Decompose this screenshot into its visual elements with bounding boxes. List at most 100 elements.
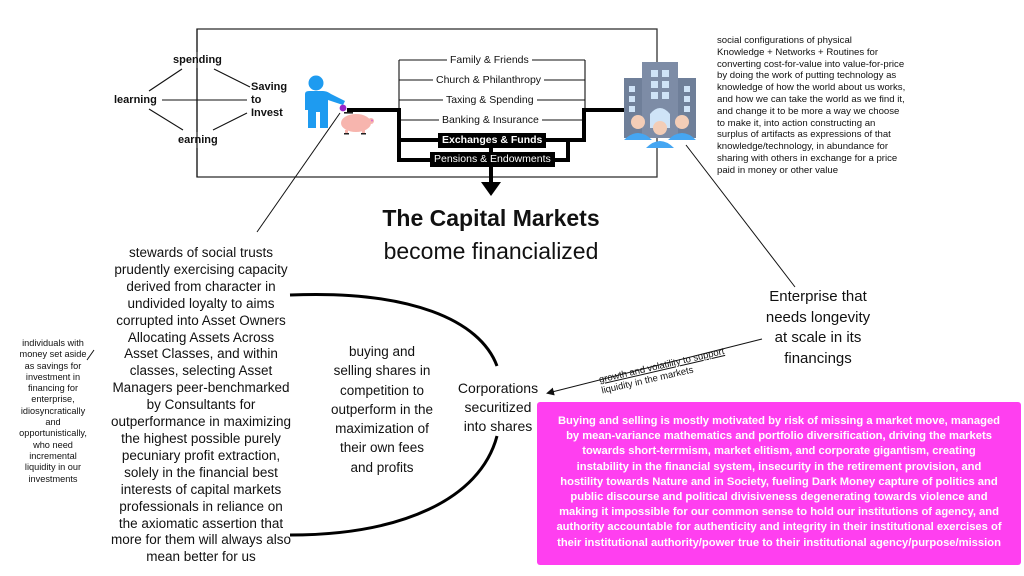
channel-pensions-endowments: Pensions & Endowments bbox=[430, 152, 555, 167]
text-line: incremental bbox=[29, 450, 77, 461]
text-line: surplus of artifacts as expressions of t… bbox=[717, 129, 891, 141]
text-line: Enterprise that bbox=[769, 288, 867, 305]
channel-church-philanthropy: Church & Philanthropy bbox=[433, 74, 545, 87]
text-line: by doing the work of putting technology … bbox=[717, 70, 897, 82]
text-line: outperformance in maximizing bbox=[110, 414, 292, 430]
text-line: making it impossible for our common sens… bbox=[559, 506, 999, 519]
text-line: the axiomatic assertion that bbox=[118, 515, 284, 531]
text-line: Knowledge + Networks + Routines for bbox=[717, 46, 879, 58]
text-line: their own fees bbox=[339, 440, 425, 456]
buying-selling-text: buying and selling shares in competition… bbox=[317, 342, 447, 477]
text-line: outperform in the bbox=[330, 401, 434, 417]
piggy-bank-icon bbox=[339, 104, 374, 135]
text-line: knowledge/technology, in abundance for bbox=[717, 141, 889, 153]
text-line: converting cost-for-value into value-for… bbox=[717, 58, 905, 70]
cycle-learning: learning bbox=[114, 94, 157, 106]
headline-title: The Capital Markets bbox=[382, 205, 600, 231]
text-line: undivided loyalty to aims bbox=[127, 295, 275, 311]
cycle-saving-line: to bbox=[251, 94, 262, 106]
text-line: the highest possible purely bbox=[121, 430, 281, 446]
text-line: Asset Classes, and within bbox=[124, 346, 278, 362]
text-line: stewards of social trusts bbox=[128, 245, 274, 260]
down-arrow-head bbox=[481, 182, 501, 196]
leader-piggy-stewards bbox=[256, 112, 341, 233]
channel-banking-insurance: Banking & Insurance bbox=[439, 114, 542, 127]
cycle-lines bbox=[148, 29, 251, 177]
text-line: public discourse and political divisiven… bbox=[570, 491, 988, 504]
text-line: into shares bbox=[463, 418, 533, 434]
text-line: knowledge of how the world about us work… bbox=[717, 82, 906, 94]
stewards-text: stewards of social trusts prudently exer… bbox=[96, 245, 306, 566]
cycle-saving-line: Saving bbox=[251, 81, 288, 93]
text-line: Managers peer-benchmarked bbox=[112, 380, 290, 396]
text-line: more for them will always also bbox=[110, 532, 292, 548]
text-line: their institutional authority/power true… bbox=[557, 536, 1001, 549]
text-line: to make it, into action constructing an bbox=[717, 117, 876, 129]
corporations-text: Corporations securitized into shares bbox=[438, 379, 558, 436]
text-line: and profits bbox=[350, 459, 414, 475]
text-line: selling shares in bbox=[333, 363, 431, 379]
text-line: Buying and selling is mostly motivated b… bbox=[557, 415, 1001, 427]
text-line: hostility towards Nature and in Society,… bbox=[560, 475, 998, 488]
text-line: who need bbox=[33, 439, 73, 450]
text-line: mean better for us bbox=[146, 549, 256, 565]
text-line: solely in the financial best bbox=[124, 464, 278, 480]
text-line: at scale in its bbox=[774, 329, 862, 346]
text-line: Corporations bbox=[457, 380, 539, 396]
market-loop-arc bbox=[289, 292, 499, 537]
channel-family-friends: Family & Friends bbox=[447, 54, 532, 67]
text-line: and bbox=[45, 417, 61, 428]
text-line: securitized bbox=[464, 399, 532, 415]
cycle-saving-to-invest: Saving to Invest bbox=[251, 81, 287, 120]
text-line: idiosyncratically bbox=[20, 405, 86, 416]
text-line: prudently exercising capacity bbox=[114, 261, 288, 277]
leader-individuals bbox=[86, 349, 95, 361]
text-line: by Consultants for bbox=[146, 397, 256, 413]
text-line: individuals with bbox=[22, 338, 84, 348]
consequences-box: Buying and selling is mostly motivated b… bbox=[537, 402, 1021, 565]
text-line: investments bbox=[28, 473, 78, 484]
text-line: classes, selecting Asset bbox=[129, 363, 273, 379]
text-line: competition to bbox=[339, 382, 425, 398]
text-line: professionals in reliance on bbox=[119, 498, 283, 514]
text-line: opportunistically, bbox=[19, 428, 87, 439]
cycle-saving-line: Invest bbox=[251, 107, 283, 119]
text-line: financings bbox=[784, 349, 852, 367]
text-line: maximization of bbox=[335, 421, 429, 437]
enterprise-description: social configurations of physical Knowle… bbox=[717, 35, 952, 177]
text-line: Allocating Assets Across bbox=[127, 329, 275, 345]
text-line: and change it to be more a way we choose bbox=[717, 105, 900, 117]
headline-subtitle: become financialized bbox=[383, 238, 599, 264]
text-line: social configurations of physical bbox=[717, 35, 852, 46]
text-line: money set aside bbox=[19, 349, 87, 360]
text-line: interests of capital markets bbox=[120, 481, 282, 497]
text-line: liquidity in our bbox=[24, 462, 82, 473]
individuals-text: individuals with money set aside as savi… bbox=[3, 338, 103, 485]
text-line: as savings for bbox=[24, 360, 82, 371]
text-line: by mean-variance mathematics and portfol… bbox=[566, 430, 992, 443]
text-line: and how we can take the world as we find… bbox=[717, 93, 905, 105]
text-line: sharing with others in exchange for a pr… bbox=[717, 152, 898, 164]
leader-enterprise bbox=[685, 144, 796, 288]
channel-exchanges-funds: Exchanges & Funds bbox=[438, 133, 547, 148]
text-line: pecuniary profit extraction, bbox=[121, 447, 281, 463]
text-line: paid in money or other value bbox=[717, 164, 839, 176]
channel-taxing-spending: Taxing & Spending bbox=[443, 94, 537, 107]
text-line: enterprise, bbox=[31, 394, 75, 405]
text-line: derived from character in bbox=[126, 278, 276, 294]
text-line: corrupted into Asset Owners bbox=[116, 312, 286, 328]
cycle-earning: earning bbox=[178, 134, 218, 146]
enterprise-needs-text: Enterprise that needs longevity at scale… bbox=[748, 287, 888, 369]
thick-flow bbox=[347, 108, 625, 183]
office-building-people-icon bbox=[624, 62, 696, 148]
text-line: financing for bbox=[27, 383, 79, 394]
cycle-spending: spending bbox=[173, 54, 222, 66]
text-line: buying and bbox=[348, 344, 416, 359]
text-line: authority accountable for authenticity a… bbox=[556, 521, 1002, 534]
text-line: instability in the financial system, ins… bbox=[576, 460, 982, 473]
person-icon bbox=[305, 75, 345, 128]
text-line: investment in bbox=[25, 371, 81, 382]
text-line: needs longevity bbox=[765, 308, 871, 326]
growth-arrow bbox=[546, 338, 763, 396]
text-line: towards short-terrmism, market elitism, … bbox=[582, 445, 976, 458]
